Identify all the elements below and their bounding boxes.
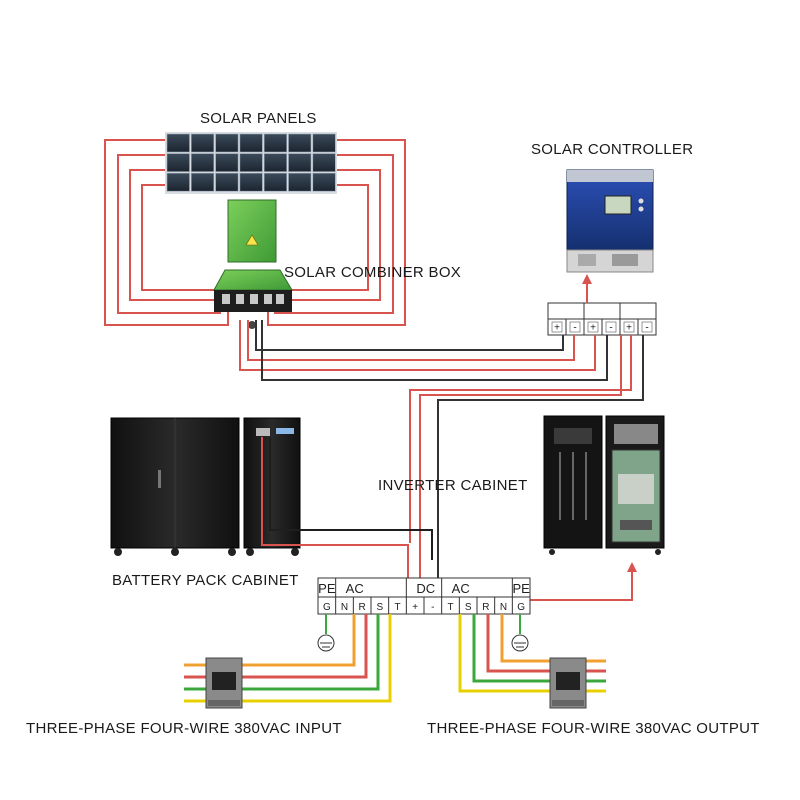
solar-cell: [288, 153, 312, 172]
terminal-label: R: [482, 602, 489, 613]
controller-terminal-label: +: [626, 323, 632, 334]
output-breaker: [549, 657, 587, 709]
solar-panels-label: SOLAR PANELS: [200, 110, 317, 127]
controller-feed-arrow: [582, 274, 592, 303]
controller-terminal-label: -: [573, 323, 576, 334]
terminal-group-header: AC: [346, 581, 364, 596]
controller-terminal-block: + - + - + -: [547, 302, 657, 336]
solar-controller-unit: [566, 169, 654, 273]
controller-terminal-label: -: [645, 323, 648, 334]
solar-cell: [239, 133, 263, 153]
solar-cell: [215, 172, 239, 192]
input-label: THREE-PHASE FOUR-WIRE 380VAC INPUT: [26, 720, 342, 737]
controller-to-inverter-wires: [409, 335, 644, 600]
solar-cell: [166, 153, 190, 172]
solar-cell: [288, 133, 312, 153]
controller-terminal-label: +: [590, 323, 596, 334]
terminal-label: G: [323, 602, 331, 613]
terminal-label: N: [500, 602, 507, 613]
inverter-cabinet-label: INVERTER CABINET: [378, 477, 528, 494]
input-ground-icon: [317, 634, 335, 652]
controller-terminal-label: -: [609, 323, 612, 334]
controller-terminal-label: +: [554, 323, 560, 334]
panel-loop-wires: [104, 139, 406, 326]
solar-cell: [312, 133, 336, 153]
solar-cell: [215, 153, 239, 172]
terminal-group-header: PE: [318, 581, 336, 596]
output-ground-icon: [511, 634, 529, 652]
inverter-cabinet-unit: [543, 415, 665, 555]
terminal-group-header: DC: [416, 581, 435, 596]
solar-cell: [239, 153, 263, 172]
solar-cell: [215, 133, 239, 153]
solar-cell: [166, 172, 190, 192]
solar-cell: [263, 172, 288, 192]
battery-cabinet-label: BATTERY PACK CABINET: [112, 572, 299, 589]
solar-cell: [239, 172, 263, 192]
battery-pack-cabinet: [110, 417, 301, 556]
solar-cell: [191, 153, 215, 172]
terminal-label: T: [447, 602, 453, 613]
inverter-output-arrow: [530, 562, 637, 601]
terminal-group-header: PE: [512, 581, 530, 596]
combiner-to-controller-wires: [239, 320, 608, 381]
terminal-label: T: [394, 602, 400, 613]
terminal-label: R: [359, 602, 366, 613]
input-breaker: [205, 657, 243, 709]
terminal-group-header: AC: [452, 581, 470, 596]
solar-panel-array: [165, 132, 337, 194]
terminal-label: S: [465, 602, 472, 613]
solar-cell: [312, 172, 336, 192]
terminal-label: S: [376, 602, 383, 613]
battery-to-inverter-wires: [261, 437, 433, 600]
terminal-label: N: [341, 602, 348, 613]
combiner-box-unit: [213, 199, 293, 329]
solar-controller-label: SOLAR CONTROLLER: [531, 141, 693, 158]
terminal-label: +: [412, 602, 418, 613]
solar-cell: [263, 133, 288, 153]
solar-cell: [263, 153, 288, 172]
solar-cell: [191, 172, 215, 192]
solar-cell: [312, 153, 336, 172]
solar-cell: [191, 133, 215, 153]
combiner-box-label: SOLAR COMBINER BOX: [284, 264, 461, 281]
solar-cell: [288, 172, 312, 192]
output-label: THREE-PHASE FOUR-WIRE 380VAC OUTPUT: [427, 720, 760, 737]
solar-cell: [166, 133, 190, 153]
terminal-label: -: [431, 602, 434, 613]
terminal-label: G: [517, 602, 525, 613]
